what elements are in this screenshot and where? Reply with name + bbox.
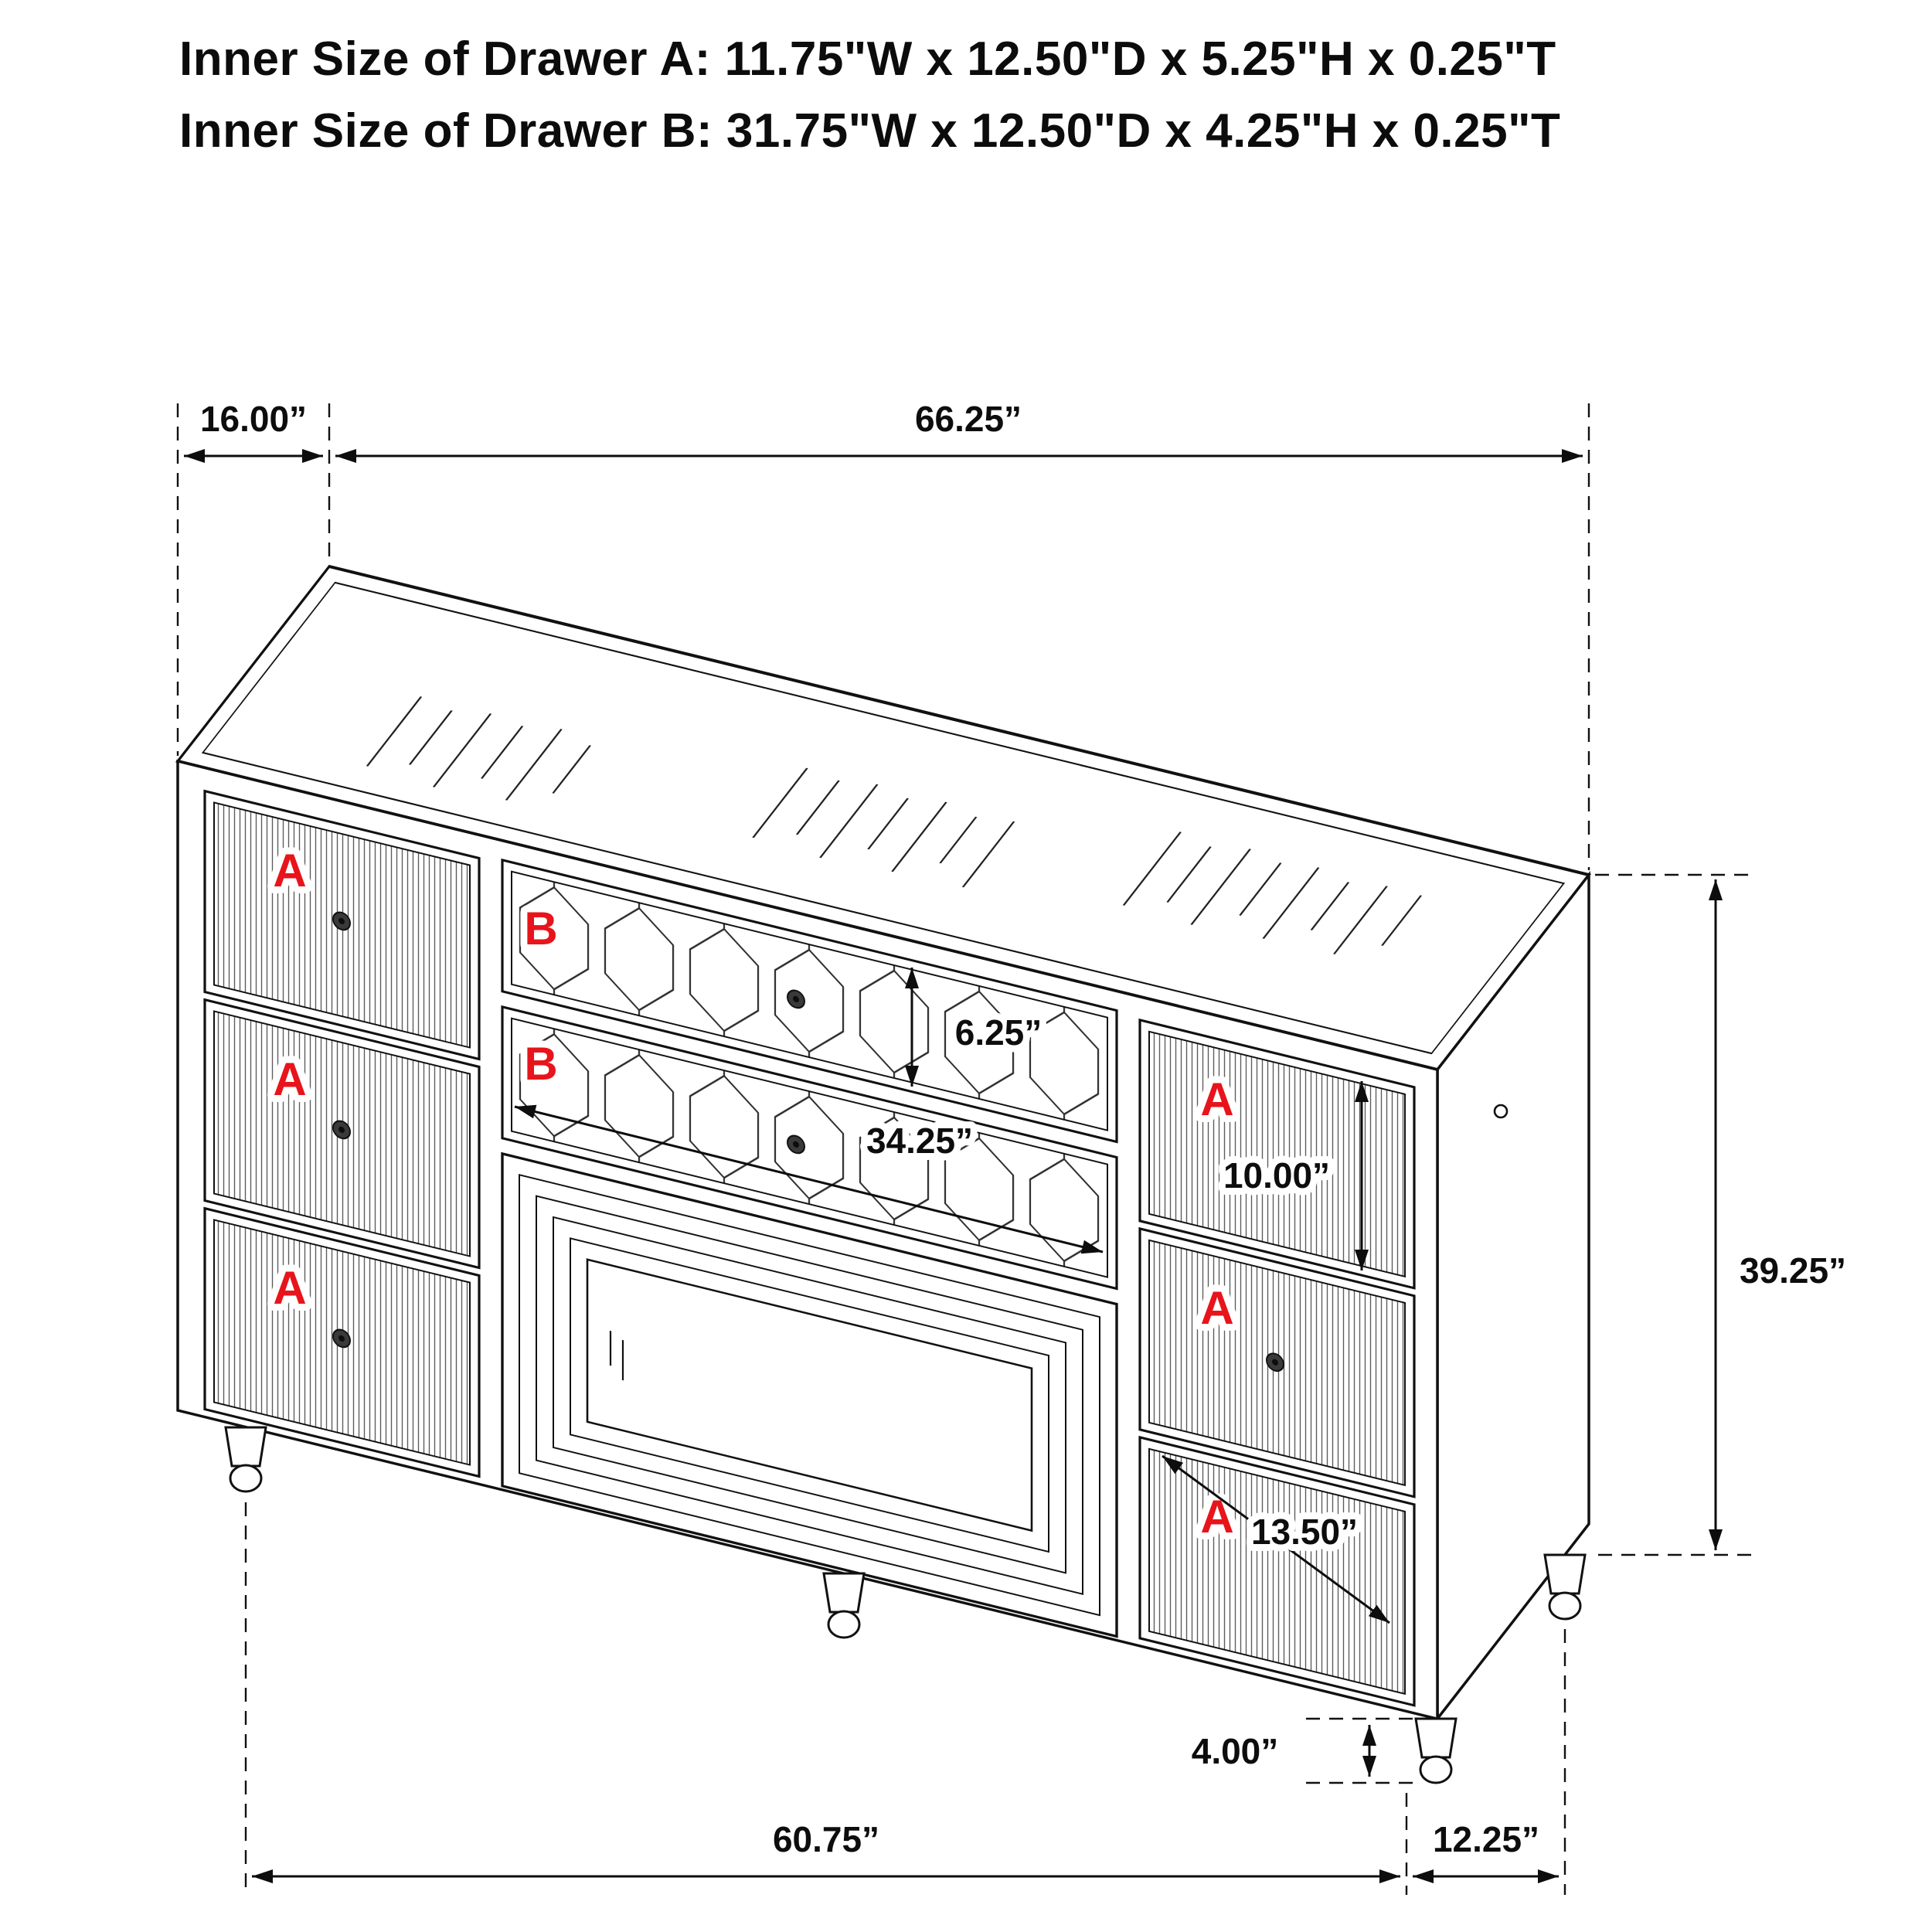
- side-face-dot: [1493, 1104, 1509, 1119]
- extension-lines-bottom: [244, 1502, 1566, 1895]
- drawer-a-left-3: [203, 1206, 481, 1478]
- drawer-b-1: [501, 858, 1118, 1144]
- dim-leg-height-label: 4.00”: [1192, 1731, 1279, 1771]
- knob: [332, 1120, 351, 1140]
- title-line-1: Inner Size of Drawer A: 11.75"W x 12.50"…: [179, 32, 1556, 86]
- dim-top-depth-label: 16.00”: [200, 399, 307, 439]
- dim-drawer-b-width: 34.25”: [514, 1104, 1104, 1254]
- dim-overall-height: 39.25”: [1595, 873, 1846, 1556]
- knob: [332, 911, 351, 931]
- knob: [1266, 1352, 1284, 1372]
- label-drawer-a-right-1: A: [1200, 1073, 1233, 1125]
- dim-drawer-b-height-label: 6.25”: [955, 1012, 1043, 1053]
- label-drawer-a-left-1: A: [273, 845, 306, 896]
- dim-right-drawer-height: 10.00”: [1216, 1081, 1369, 1270]
- label-drawer-a-right-2: A: [1200, 1282, 1233, 1334]
- label-drawer-a-right-3: A: [1200, 1491, 1233, 1543]
- label-drawer-a-left-2: A: [273, 1053, 306, 1105]
- dim-bottom-depth-label: 12.25”: [1433, 1819, 1539, 1859]
- dim-bottom-right-drawer: 13.50”: [1162, 1454, 1390, 1624]
- dim-overall-height-label: 39.25”: [1740, 1250, 1846, 1291]
- drawer-a-left-2: [203, 998, 481, 1270]
- knob: [787, 989, 805, 1009]
- drawer-a-left-1: [203, 789, 481, 1061]
- leg-front-center: [822, 1572, 866, 1639]
- dim-bottom-depth: 12.25”: [1413, 1819, 1559, 1883]
- leg-front-right: [1414, 1717, 1458, 1784]
- leg-front-left: [224, 1426, 267, 1493]
- label-drawer-b-2: B: [524, 1038, 557, 1090]
- extension-lines-top: [176, 403, 1590, 870]
- panel-reflection-marks: [609, 1330, 624, 1381]
- drawer-a-right-1: [1138, 1018, 1416, 1290]
- title-block: Inner Size of Drawer A: 11.75"W x 12.50"…: [179, 23, 1560, 167]
- dim-right-drawer-height-label: 10.00”: [1223, 1155, 1330, 1196]
- dim-top-depth: 16.00”: [184, 399, 323, 463]
- knob: [332, 1328, 351, 1349]
- leg-back-right: [1543, 1553, 1587, 1621]
- dim-drawer-b-height: 6.25”: [905, 968, 1049, 1087]
- legs: [224, 1426, 1587, 1784]
- title-line-2: Inner Size of Drawer B: 31.75"W x 12.50"…: [179, 104, 1561, 158]
- label-drawer-b-1: B: [524, 903, 557, 954]
- center-panel: [501, 1151, 1118, 1638]
- dim-top-width: 66.25”: [335, 399, 1583, 463]
- drawer-letters: A A A B B A A A: [266, 838, 1240, 1549]
- dim-top-width-label: 66.25”: [915, 399, 1022, 439]
- dim-bottom-width: 60.75”: [252, 1819, 1400, 1883]
- label-drawer-a-left-3: A: [273, 1262, 306, 1314]
- dim-leg-height: 4.00”: [1192, 1717, 1431, 1784]
- dim-bottom-width-label: 60.75”: [773, 1819, 879, 1859]
- dim-bottom-right-drawer-label: 13.50”: [1251, 1512, 1358, 1552]
- dim-drawer-b-width-label: 34.25”: [866, 1121, 973, 1161]
- top-reflection-marks: [366, 696, 1423, 954]
